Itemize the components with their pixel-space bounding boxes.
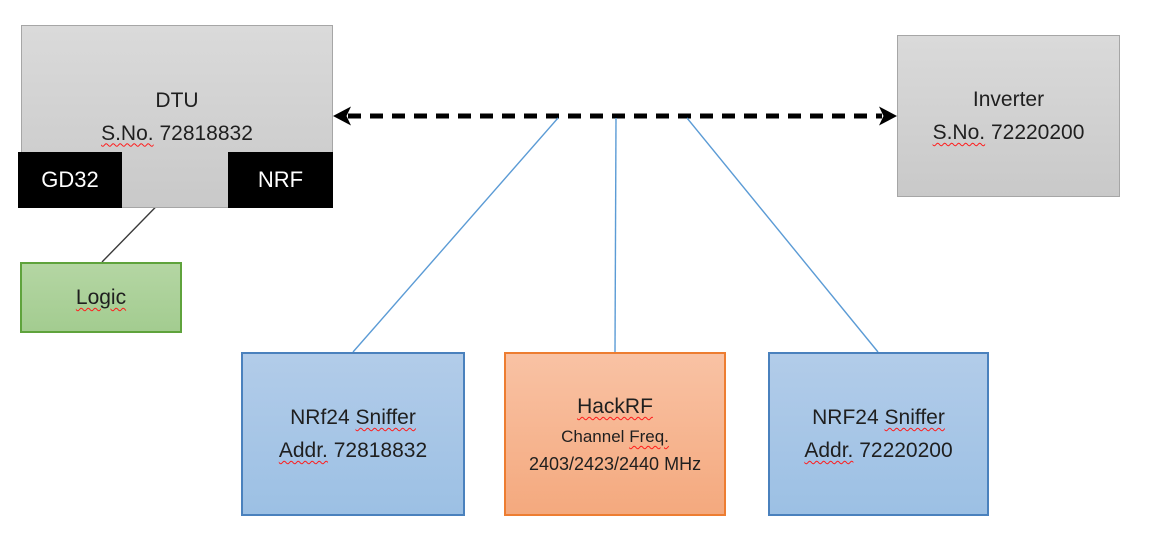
inverter-serial: S.No. 72220200	[932, 121, 1085, 144]
hackrf-title: HackRF	[577, 395, 653, 418]
nrf-chip: NRF	[228, 152, 333, 208]
sniffer-left-name: NRf24 Sniffer	[290, 406, 416, 429]
inverter-title: Inverter	[972, 88, 1045, 111]
sniffer-left-box: NRf24 Sniffer Addr. 72818832	[241, 352, 465, 516]
logic-box: Logic	[20, 262, 182, 333]
sniffer-right-connector	[686, 117, 879, 353]
logic-label: Logic	[75, 286, 127, 309]
gd32-label: GD32	[41, 167, 99, 192]
hackrf-frequencies: 2403/2423/2440 MHz	[528, 454, 702, 474]
sniffer-left-connector	[352, 117, 559, 353]
hackrf-subtitle: Channel Freq.	[561, 427, 669, 446]
dtu-serial: S.No. 72818832	[101, 121, 253, 145]
sniffer-right-addr: Addr. 72220200	[804, 439, 953, 462]
dtu-title: DTU	[155, 88, 199, 112]
sniffer-left-addr: Addr. 72818832	[278, 439, 428, 462]
nrf-label: NRF	[257, 167, 304, 192]
sniffer-right-box: NRF24 Sniffer Addr. 72220200	[768, 352, 989, 516]
dtu-inverter-dashed-arrow	[333, 106, 897, 126]
gd32-chip: GD32	[18, 152, 122, 208]
sniffer-right-name: NRF24 Sniffer	[812, 406, 945, 429]
hackrf-box: HackRF Channel Freq. 2403/2423/2440 MHz	[504, 352, 726, 516]
hackrf-connector	[614, 117, 617, 353]
inverter-box: Inverter S.No. 72220200	[897, 35, 1120, 197]
